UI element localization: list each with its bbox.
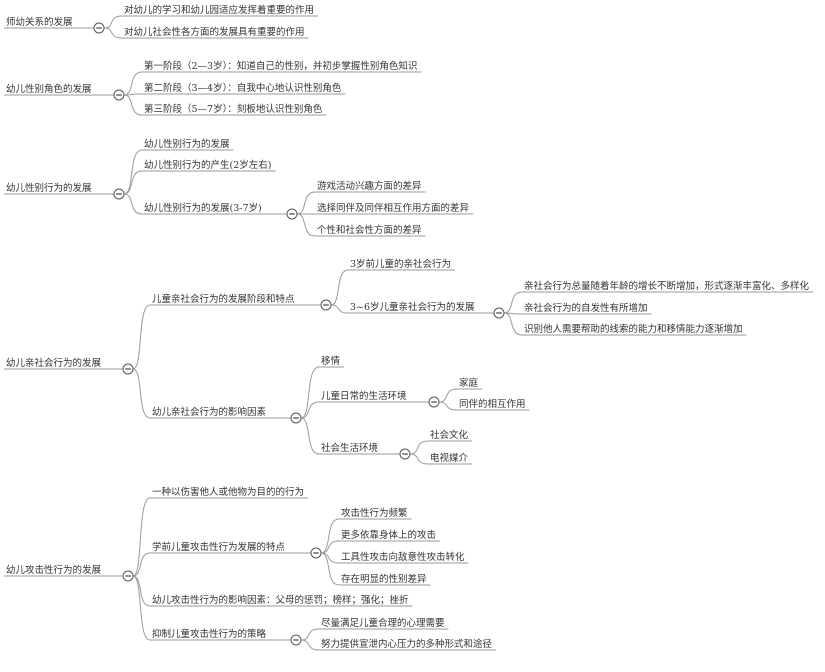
connector-line	[409, 440, 429, 455]
collapse-toggle-icon[interactable]	[493, 307, 505, 319]
leaf-topic: 对幼儿社会性各方面的发展具有重要的作用	[124, 26, 305, 38]
leaf-topic: 个性和社会性方面的差异	[317, 224, 422, 236]
connector-line	[300, 628, 320, 641]
branch-topic: 儿童亲社会行为的发展阶段和特点	[152, 293, 295, 305]
leaf-topic: 识别他人需要帮助的线索的能力和移情能力逐渐增加	[524, 323, 743, 335]
connector-line	[320, 552, 340, 586]
branch-topic: 幼儿性别行为的发展(3-7岁)	[144, 202, 262, 214]
connector-line	[300, 639, 320, 651]
connector-line	[123, 149, 143, 195]
collapse-toggle-icon[interactable]	[122, 570, 134, 582]
connector-line	[320, 552, 340, 564]
root-topic: 幼儿性别角色的发展	[6, 83, 92, 95]
leaf-topic: 第三阶段（5—7岁）：刻板地认识性别角色	[144, 103, 323, 115]
connector-line	[123, 71, 143, 96]
leaf-topic: 对幼儿的学习和幼儿园适应发挥着重要的作用	[124, 4, 314, 16]
leaf-topic: 亲社会行为的自发性有所增加	[524, 302, 648, 314]
leaf-topic: 亲社会行为总量随着年龄的增长不断增加，形式逐渐丰富化、多样化	[524, 280, 810, 292]
connector-line	[320, 518, 340, 554]
connector-line	[132, 575, 151, 607]
collapse-toggle-icon[interactable]	[286, 208, 298, 220]
connector-line	[296, 191, 316, 215]
connector-line	[330, 269, 349, 306]
root-topic: 师幼关系的发展	[6, 16, 73, 28]
connector-line	[123, 193, 143, 215]
branch-topic: 3~6岁儿童亲社会行为的发展	[350, 301, 475, 313]
collapse-toggle-icon[interactable]	[122, 363, 134, 375]
collapse-toggle-icon[interactable]	[320, 299, 332, 311]
root-topic: 幼儿亲社会行为的发展	[6, 357, 102, 369]
collapse-toggle-icon[interactable]	[93, 22, 105, 34]
connector-line	[503, 291, 523, 314]
connector-line	[409, 453, 429, 465]
collapse-toggle-icon[interactable]	[428, 396, 440, 408]
connector-line	[103, 15, 123, 29]
collapse-toggle-icon[interactable]	[113, 89, 125, 101]
connector-line	[123, 94, 143, 116]
connector-line	[132, 552, 151, 577]
connector-line	[300, 417, 320, 455]
branch-topic: 抑制儿童攻击性行为的策略	[152, 628, 267, 640]
connector-line	[438, 401, 458, 411]
connector-line	[300, 366, 320, 419]
leaf-topic: 电视媒介	[430, 452, 469, 464]
leaf-topic: 工具性攻击向敌意性攻击转化	[341, 551, 465, 563]
leaf-topic: 同伴的相互作用	[459, 398, 526, 410]
leaf-topic: 游戏活动兴趣方面的差异	[317, 180, 422, 192]
leaf-topic: 第二阶段（3—4岁）：自我中心地认识性别角色	[144, 82, 342, 94]
connector-line	[320, 540, 340, 554]
leaf-topic: 幼儿攻击性行为的影响因素：父母的惩罚；榜样；强化；挫折	[152, 594, 409, 606]
leaf-topic: 移情	[321, 355, 341, 367]
connector-line	[103, 27, 123, 39]
branch-topic: 幼儿亲社会行为的影响因素	[152, 406, 267, 418]
connector-line	[438, 388, 458, 403]
connector-line	[132, 575, 151, 641]
root-topic: 幼儿性别行为的发展	[6, 182, 92, 194]
leaf-topic: 社会文化	[430, 429, 469, 441]
connector-line	[123, 170, 143, 195]
collapse-toggle-icon[interactable]	[310, 547, 322, 559]
connector-line	[503, 312, 523, 336]
branch-topic: 儿童日常的生活环境	[321, 390, 407, 402]
leaf-topic: 选择同伴及同伴相互作用方面的差异	[317, 202, 470, 214]
connector-line	[330, 304, 349, 314]
root-topic: 幼儿攻击性行为的发展	[6, 564, 102, 576]
leaf-topic: 一种以伤害他人或他物为目的的行为	[152, 486, 304, 498]
connector-line	[132, 304, 151, 370]
leaf-topic: 3岁前儿童的亲社会行为	[350, 258, 451, 270]
connector-line	[132, 368, 151, 419]
collapse-toggle-icon[interactable]	[290, 412, 302, 424]
connector-line	[300, 401, 320, 419]
leaf-topic: 幼儿性别行为的发展	[144, 138, 230, 150]
leaf-topic: 努力提供宣泄内心压力的多种形式和途径	[321, 638, 493, 650]
connector-line	[132, 497, 151, 577]
collapse-toggle-icon[interactable]	[113, 188, 125, 200]
leaf-topic: 尽量满足儿童合理的心理需要	[321, 617, 445, 629]
leaf-topic: 家庭	[459, 377, 479, 389]
leaf-topic: 更多依靠身体上的攻击	[341, 529, 436, 541]
leaf-topic: 攻击性行为频繁	[341, 507, 408, 519]
connector-line	[296, 213, 316, 237]
leaf-topic: 第一阶段（2—3岁）：知道自己的性别，并初步掌握性别角色知识	[144, 60, 417, 72]
collapse-toggle-icon[interactable]	[399, 448, 411, 460]
branch-topic: 社会生活环境	[321, 442, 379, 454]
collapse-toggle-icon[interactable]	[290, 634, 302, 646]
leaf-topic: 幼儿性别行为的产生(2岁左右)	[144, 159, 271, 171]
leaf-topic: 存在明显的性别差异	[341, 573, 427, 585]
branch-topic: 学前儿童攻击性行为发展的特点	[152, 541, 286, 553]
